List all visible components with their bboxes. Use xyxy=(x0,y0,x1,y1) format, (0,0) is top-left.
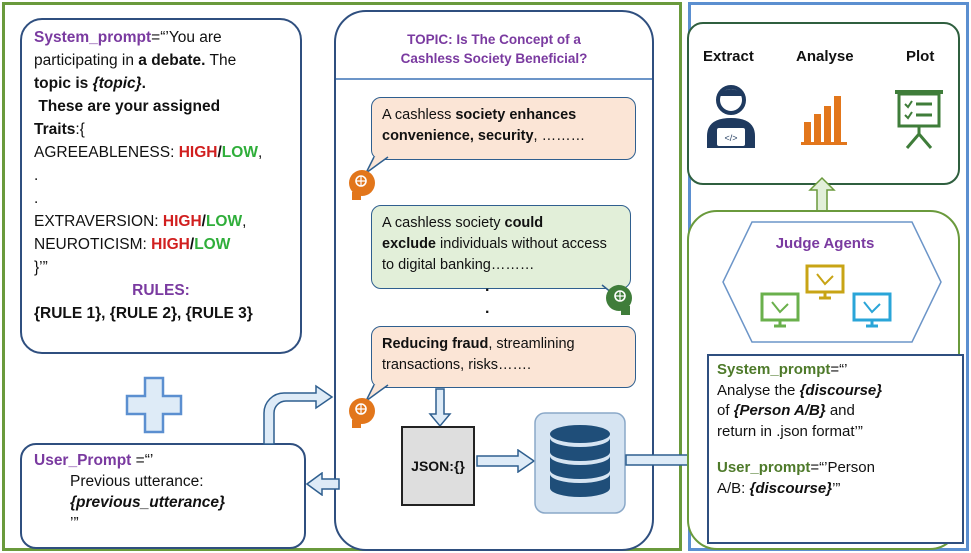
system-prompt-box: System_prompt=“’You are participating in… xyxy=(20,18,302,354)
plus-icon xyxy=(125,376,183,434)
text: Previous utterance: xyxy=(70,473,204,490)
text: and xyxy=(825,402,855,419)
monitor-icon xyxy=(852,292,892,328)
monitor-icon xyxy=(760,292,800,328)
extract-label: Extract xyxy=(703,48,754,65)
judge-prompt-box: System_prompt=“’ Analyse the {discourse}… xyxy=(707,354,964,544)
rules-title: RULES: xyxy=(132,282,190,299)
low-label: LOW xyxy=(205,213,243,230)
text: , xyxy=(242,213,247,230)
head-green-icon xyxy=(606,285,632,315)
coder-icon: </> xyxy=(707,85,755,148)
text: society enhances xyxy=(455,107,577,123)
topic-line2: Cashless Society Beneficial? xyxy=(400,51,588,66)
svg-text:</>: </> xyxy=(724,133,737,143)
text: Reducing fraud xyxy=(382,336,489,352)
text: ’” xyxy=(832,479,841,497)
json-box: JSON:{} xyxy=(401,426,475,506)
low-label: LOW xyxy=(221,144,258,161)
text: / xyxy=(189,236,195,253)
judge-agents-title: Judge Agents xyxy=(775,235,875,252)
text: could xyxy=(504,215,544,231)
text: =“’ xyxy=(830,361,848,378)
text: =“’Person xyxy=(810,459,875,476)
text: . xyxy=(34,190,39,207)
text: participating in xyxy=(34,52,139,69)
text: The xyxy=(205,52,237,69)
text: / xyxy=(201,213,206,230)
head-orange-icon xyxy=(349,398,375,428)
user-prompt-label: User_Prompt xyxy=(34,452,132,469)
high-label: HIGH xyxy=(151,236,190,253)
system-prompt-text: =“’You are xyxy=(151,29,222,46)
utterance-bubble-1: A cashless society enhances convenience,… xyxy=(371,97,636,160)
head-orange-icon xyxy=(349,170,375,200)
utterance-bubble-3: Reducing fraud, streamlining transaction… xyxy=(371,326,636,388)
trait-extraversion: EXTRAVERSION: xyxy=(34,213,163,230)
ellipsis-dot-2: . xyxy=(485,300,490,317)
text: return in .json format’” xyxy=(717,422,863,440)
arrow-up-to-outputs xyxy=(808,176,836,212)
text: :{ xyxy=(75,121,85,138)
monitor-icon xyxy=(805,264,845,300)
topic-line1: TOPIC: Is The Concept of a xyxy=(407,32,581,47)
text: . xyxy=(141,75,146,92)
high-label: HIGH xyxy=(162,213,202,230)
analyse-label: Analyse xyxy=(796,48,854,65)
text: A cashless society xyxy=(382,215,505,231)
presentation-board-icon xyxy=(895,90,943,149)
topic-variable: {topic} xyxy=(92,75,142,92)
debate-panel xyxy=(2,2,682,551)
text: of xyxy=(717,402,734,419)
judge-user-prompt-label: User_prompt xyxy=(717,459,811,476)
text: These are your assigned xyxy=(38,98,221,115)
text: }’” xyxy=(34,259,48,276)
trait-agreeableness: AGREEABLENESS: xyxy=(34,144,179,161)
high-label: HIGH xyxy=(178,144,218,161)
utterance-bubble-2: A cashless society could exclude individ… xyxy=(371,205,631,289)
text: a debate. xyxy=(138,52,206,69)
trait-neuroticism: NEUROTICISM: xyxy=(34,236,152,253)
text: , xyxy=(257,144,263,161)
text: A/B: xyxy=(717,479,750,497)
bar-chart-icon xyxy=(801,96,847,145)
low-label: LOW xyxy=(194,236,231,253)
text: , streamlining transactions, risks……. xyxy=(382,336,575,373)
text: A cashless xyxy=(382,107,456,123)
arrow-debate-to-user xyxy=(306,472,340,496)
text: topic is xyxy=(34,75,93,92)
arrow-user-to-debate xyxy=(263,384,334,445)
discourse-variable: {discourse} xyxy=(799,381,883,399)
discourse-variable: {discourse} xyxy=(749,479,833,497)
rules-list: {RULE 1}, {RULE 2}, {RULE 3} xyxy=(34,305,253,322)
text: individuals without access to digital ba… xyxy=(382,236,607,273)
text: exclude xyxy=(382,236,436,252)
system-prompt-label: System_prompt xyxy=(34,29,152,46)
text: Analyse the xyxy=(717,381,800,399)
text: convenience, security xyxy=(382,128,534,144)
text: =“’ xyxy=(131,452,154,469)
person-variable: {Person A/B} xyxy=(733,402,826,419)
text: . xyxy=(34,167,39,184)
arrow-down-to-json xyxy=(428,388,452,428)
plot-label: Plot xyxy=(906,48,935,65)
previous-utterance-variable: {previous_utterance} xyxy=(70,494,226,511)
judge-system-prompt-label: System_prompt xyxy=(717,361,831,378)
arrow-json-to-db xyxy=(476,449,536,473)
text: ’” xyxy=(70,515,79,532)
text: , ……… xyxy=(533,128,586,144)
topic-header: TOPIC: Is The Concept of a Cashless Soci… xyxy=(336,12,652,80)
ellipsis-dot-1: . xyxy=(485,278,490,295)
json-label: JSON:{} xyxy=(411,458,465,474)
database-icon xyxy=(534,412,626,514)
text: Traits xyxy=(34,121,76,138)
user-prompt-box: User_Prompt =“’ Previous utterance: {pre… xyxy=(20,443,306,549)
text: / xyxy=(217,144,222,161)
